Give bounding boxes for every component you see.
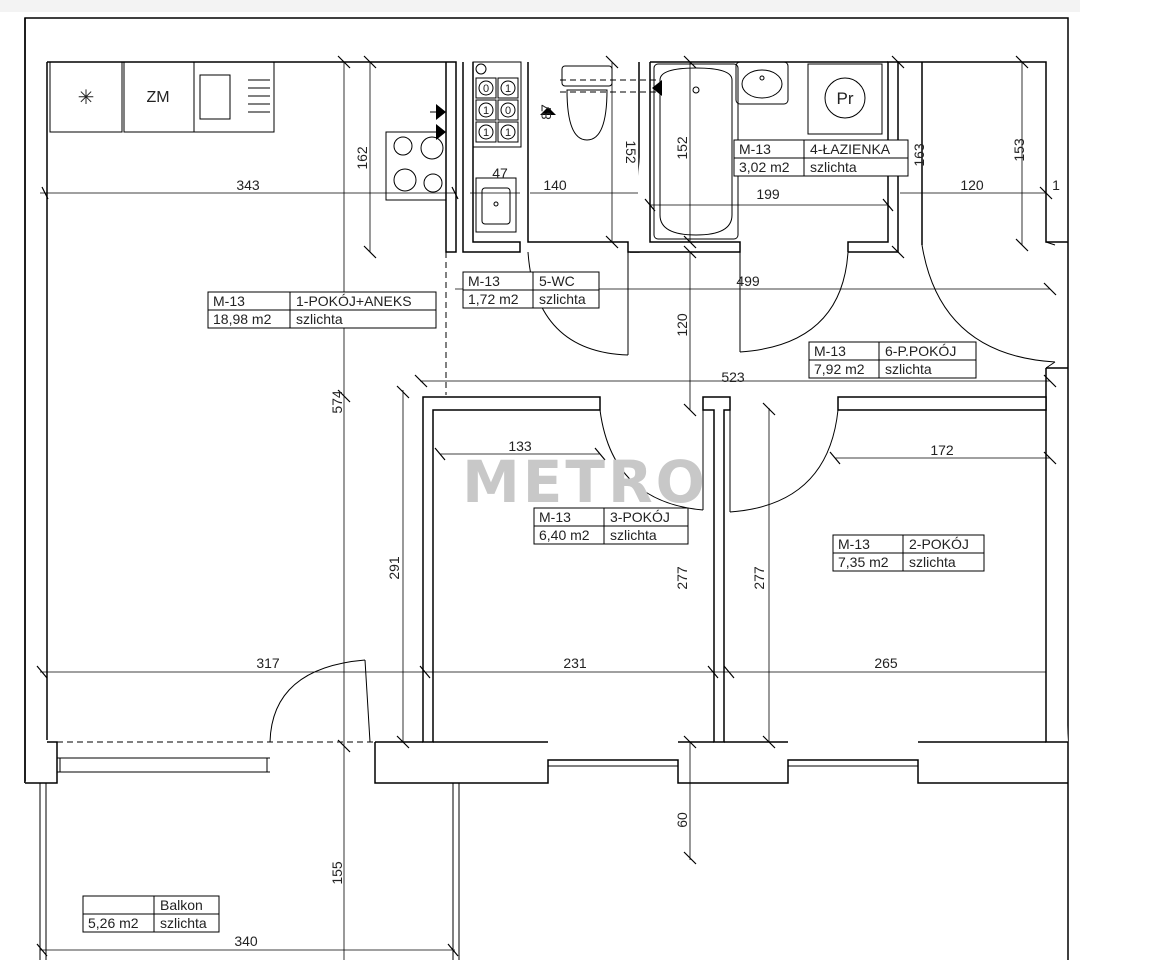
room-area: 7,92 m2 — [814, 361, 865, 377]
svg-text:0: 0 — [505, 105, 511, 117]
room-code: M-13 — [539, 509, 571, 525]
walls — [24, 18, 1068, 784]
boiler-label: Pr — [837, 89, 854, 108]
room-area: 6,40 m2 — [539, 527, 590, 543]
room-label-2: M-13 2-POKÓJ 7,35 m2 szlichta — [832, 534, 985, 572]
dim-140: 140 — [543, 177, 567, 193]
dim-343: 343 — [236, 177, 260, 193]
room-area: 3,02 m2 — [739, 159, 790, 175]
room-name: 3-POKÓJ — [610, 509, 670, 525]
dim-291: 291 — [386, 556, 402, 580]
room-area: 5,26 m2 — [88, 915, 139, 931]
dim-155: 155 — [329, 861, 345, 885]
dim-277b: 277 — [751, 566, 767, 590]
dim-120b: 120 — [674, 313, 690, 337]
room-finish: szlichta — [810, 159, 857, 175]
room-code: M-13 — [838, 536, 870, 552]
room-name: 5-WC — [539, 273, 575, 289]
room-label-1: M-13 1-POKÓJ+ANEKS 18,98 m2 szlichta — [207, 291, 437, 329]
room-area: 18,98 m2 — [213, 311, 272, 327]
room-finish: szlichta — [909, 554, 956, 570]
washbasin — [735, 61, 789, 105]
room-name: 2-POKÓJ — [909, 536, 969, 552]
dimension-labels: 343 162 47 87 140 152 152 199 163 153 12… — [234, 104, 1060, 949]
dim-317: 317 — [256, 655, 280, 671]
dim-152a: 152 — [623, 140, 639, 164]
windows — [57, 757, 918, 773]
room-area: 1,72 m2 — [468, 291, 519, 307]
dimension-lines — [40, 62, 1050, 960]
balcony-outline — [39, 783, 460, 960]
kitchen-fixtures — [49, 61, 517, 233]
room-finish: szlichta — [539, 291, 586, 307]
dim-60: 60 — [674, 812, 690, 828]
room-finish: szlichta — [296, 311, 343, 327]
dim-163: 163 — [911, 143, 927, 167]
room-label-3: M-13 3-POKÓJ 6,40 m2 szlichta — [533, 507, 689, 545]
room-name: 1-POKÓJ+ANEKS — [296, 293, 412, 309]
dim-162: 162 — [354, 146, 370, 170]
dim-523: 523 — [721, 369, 745, 385]
room-label-5: M-13 5-WC 1,72 m2 szlichta — [462, 271, 600, 309]
dim-277a: 277 — [674, 566, 690, 590]
room-code: M-13 — [739, 141, 771, 157]
svg-text:0: 0 — [483, 83, 489, 95]
watermark-logo: METRO — [462, 448, 708, 516]
svg-text:1: 1 — [505, 83, 511, 95]
washing-machine — [807, 63, 883, 135]
room-code: M-13 — [468, 273, 500, 289]
room-finish: szlichta — [885, 361, 932, 377]
dim-265: 265 — [874, 655, 898, 671]
dim-120a: 120 — [960, 177, 984, 193]
room-area: 7,35 m2 — [838, 554, 889, 570]
dim-340: 340 — [234, 933, 258, 949]
room-label-4: M-13 4-ŁAZIENKA 3,02 m2 szlichta — [733, 139, 909, 177]
room-finish: szlichta — [160, 915, 207, 931]
dim-133: 133 — [508, 438, 532, 454]
dim-87: 87 — [538, 104, 554, 120]
svg-text:1: 1 — [505, 127, 511, 139]
dim-574: 574 — [329, 390, 345, 414]
dim-1: 1 — [1052, 177, 1060, 193]
room-label-balcony: Balkon 5,26 m2 szlichta — [82, 895, 220, 933]
dashed-lines — [57, 79, 660, 743]
svg-text:1: 1 — [483, 127, 489, 139]
doors — [269, 241, 1056, 743]
riser-grid — [472, 61, 522, 148]
dim-199: 199 — [756, 186, 780, 202]
dim-47: 47 — [492, 165, 508, 181]
dim-152b: 152 — [674, 136, 690, 160]
dimension-ticks — [36, 55, 1057, 957]
room-name: 6-P.POKÓJ — [885, 343, 956, 359]
riser-numbers: 0 1 1 0 1 1 — [483, 83, 511, 139]
room-code: M-13 — [213, 293, 245, 309]
dim-231: 231 — [563, 655, 587, 671]
bathtub — [653, 63, 739, 240]
fridge-label: ZM — [146, 89, 169, 106]
room-name: Balkon — [160, 897, 203, 913]
snowflake-icon: ✳ — [78, 87, 95, 109]
svg-text:1: 1 — [483, 105, 489, 117]
dim-172: 172 — [930, 442, 954, 458]
dim-153: 153 — [1011, 138, 1027, 162]
room-label-6: M-13 6-P.POKÓJ 7,92 m2 szlichta — [808, 341, 977, 379]
dim-499: 499 — [736, 273, 760, 289]
room-name: 4-ŁAZIENKA — [810, 141, 891, 157]
room-code: M-13 — [814, 343, 846, 359]
room-finish: szlichta — [610, 527, 657, 543]
